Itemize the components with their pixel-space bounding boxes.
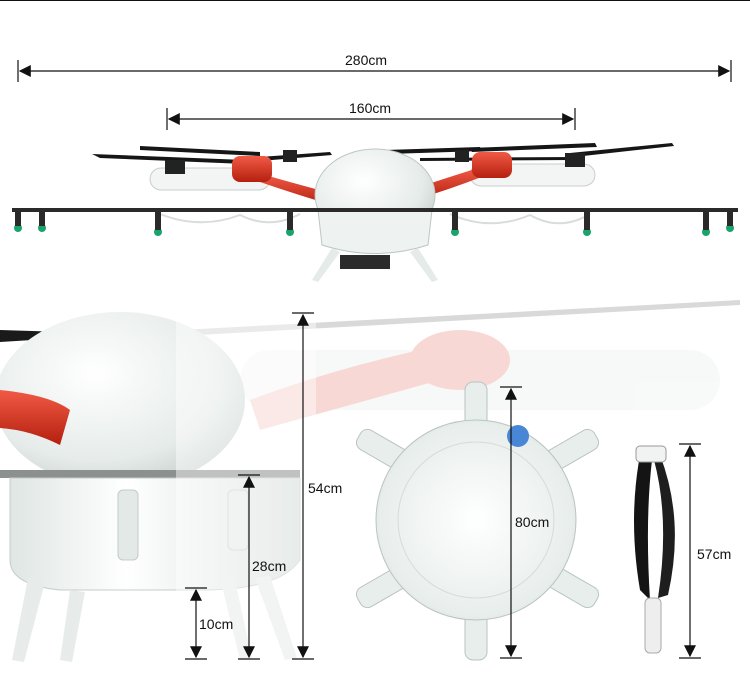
folded-propeller	[634, 445, 675, 654]
propeller-length-label: 57cm	[694, 546, 735, 562]
leg-clearance-label: 10cm	[199, 616, 234, 632]
drone-front-view	[12, 143, 738, 282]
dimension-lines	[17, 60, 732, 660]
top-border-line	[0, 0, 750, 1]
overall-width-label: 280cm	[342, 52, 391, 68]
body-height-label: 54cm	[305, 480, 346, 496]
top-view-diameter-label: 80cm	[515, 514, 550, 530]
drone-top-view	[355, 381, 600, 661]
drone-body-closeup	[0, 300, 316, 680]
rotor-span-label: 160cm	[346, 100, 395, 116]
tank-height-label: 28cm	[252, 558, 287, 574]
